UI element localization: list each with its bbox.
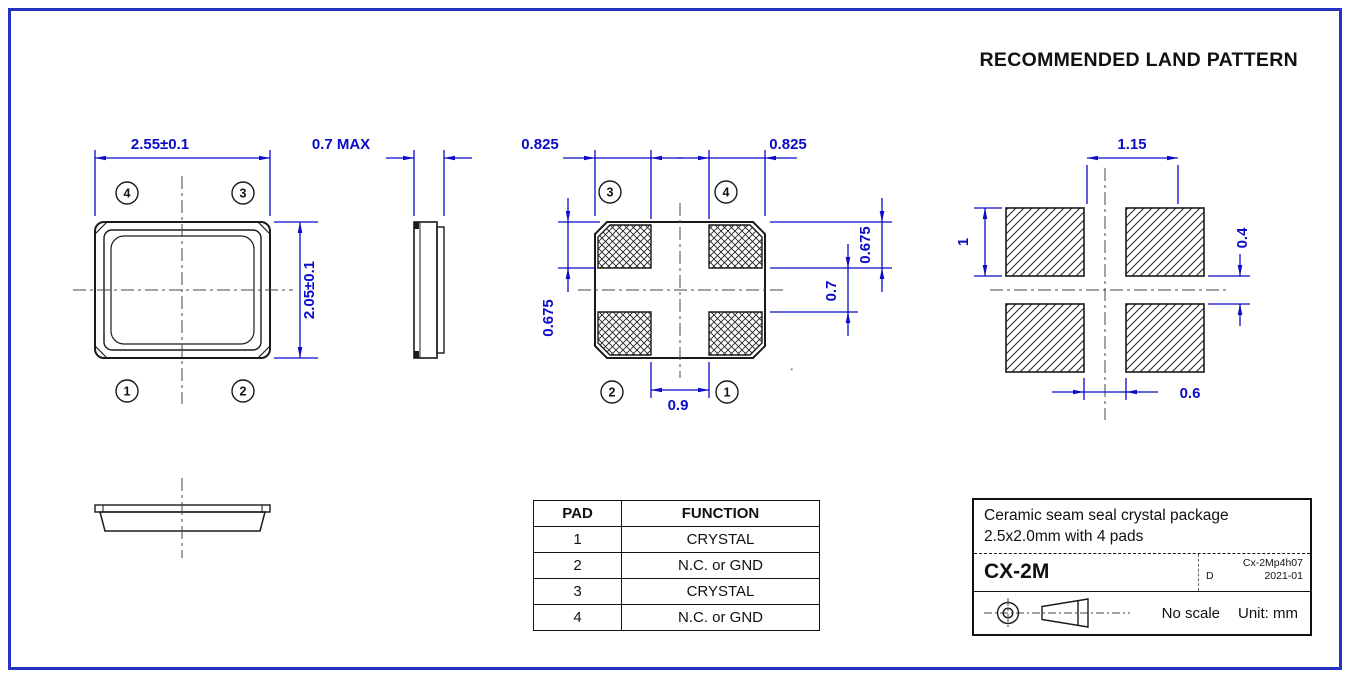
land-pattern-vertical-gap-dimension: 0.4 bbox=[1208, 227, 1251, 326]
bottom-view-pad-3 bbox=[597, 224, 652, 269]
side-view-pad-mark bbox=[414, 222, 419, 229]
revision-date: 2021-01 bbox=[1264, 570, 1303, 582]
description-line-1: Ceramic seam seal crystal package bbox=[984, 507, 1229, 524]
land-pattern-width-dimension: 1.15 bbox=[1086, 136, 1179, 204]
land-pattern-height-dimension: 1 bbox=[955, 207, 1002, 277]
bottom-view-pad-width-right-dimension: 0.825 bbox=[677, 136, 807, 219]
bottom-view-pad-number-1: 1 bbox=[715, 380, 739, 404]
table-row: 2 N.C. or GND bbox=[533, 552, 820, 579]
dimension-text: 0.7 MAX bbox=[312, 136, 370, 153]
side-view: 0.7 MAX bbox=[312, 136, 472, 359]
dimension-text: 0.4 bbox=[1234, 227, 1251, 249]
side-view-bottom bbox=[94, 478, 271, 558]
dimension-text: 0.6 bbox=[1180, 385, 1201, 402]
document-code-block: Cx-2Mp4h07 D 2021-01 bbox=[1198, 554, 1310, 591]
pad-number-label: 3 bbox=[607, 186, 614, 200]
dimension-text: 0.825 bbox=[521, 136, 559, 153]
table-row: 4 N.C. or GND bbox=[533, 604, 820, 631]
bottom-view-pad-number-2: 2 bbox=[600, 380, 624, 404]
bottom-view-pad-width-left-dimension: 0.825 bbox=[521, 136, 683, 219]
scale-note: No scale bbox=[1161, 604, 1220, 622]
table-row: 1 CRYSTAL bbox=[533, 526, 820, 553]
dimension-text: 2.55±0.1 bbox=[131, 136, 189, 153]
dimension-text: 2.05±0.1 bbox=[301, 261, 318, 319]
bottom-view-pad-height-left-dimension: 0.675 bbox=[540, 198, 600, 337]
table-header-row: PAD FUNCTION bbox=[533, 500, 820, 527]
bottom-view-pad-number-3: 3 bbox=[598, 180, 622, 204]
pad-number-label: 4 bbox=[723, 186, 730, 200]
bottom-view-pad-4 bbox=[708, 224, 763, 269]
drawing-border-frame bbox=[8, 8, 1342, 670]
title-block-middle-row: CX-2M Cx-2Mp4h07 D 2021-01 bbox=[974, 554, 1310, 592]
land-pattern-horizontal-gap-dimension: 0.6 bbox=[1052, 378, 1200, 402]
side-view-pad-mark bbox=[414, 351, 419, 358]
pad-number-label: 3 bbox=[240, 187, 247, 201]
pad-function-cell: CRYSTAL bbox=[621, 526, 820, 553]
pad-number-cell: 4 bbox=[533, 604, 622, 631]
pad-function-cell: CRYSTAL bbox=[621, 578, 820, 605]
pad-function-cell: N.C. or GND bbox=[621, 604, 820, 631]
pad-number-cell: 1 bbox=[533, 526, 622, 553]
pad-column-header: PAD bbox=[533, 500, 622, 527]
dimension-text: 1 bbox=[955, 238, 972, 246]
pad-function-table: PAD FUNCTION 1 CRYSTAL 2 N.C. or GND 3 C… bbox=[533, 500, 820, 631]
description-line-2: 2.5x2.0mm with 4 pads bbox=[984, 528, 1144, 545]
land-pattern-heading: RECOMMENDED LAND PATTERN bbox=[979, 49, 1298, 71]
document-code: Cx-2Mp4h07 bbox=[1242, 557, 1303, 569]
land-pattern-view: 1.15 1 0.4 0.6 bbox=[955, 136, 1251, 420]
top-view-width-dimension: 2.55±0.1 bbox=[94, 136, 271, 216]
projection-symbol-icon bbox=[984, 598, 1130, 628]
bottom-view: 3 4 2 1 0.825 0.825 bbox=[521, 136, 892, 414]
bottom-view-pad-1 bbox=[708, 311, 763, 356]
stray-dot: . bbox=[790, 358, 794, 373]
dimension-text: 0.675 bbox=[857, 226, 874, 264]
pad-number-label: 2 bbox=[609, 386, 616, 400]
top-view-pad-number-2: 2 bbox=[231, 379, 255, 403]
part-number: CX-2M bbox=[984, 560, 1050, 583]
bottom-view-pad-2 bbox=[597, 311, 652, 356]
dimension-text: 0.825 bbox=[769, 136, 807, 153]
dimension-text: 1.15 bbox=[1117, 136, 1146, 153]
top-view-height-dimension: 2.05±0.1 bbox=[274, 221, 318, 359]
pad-function-cell: N.C. or GND bbox=[621, 552, 820, 579]
revision-letter: D bbox=[1206, 570, 1214, 582]
land-pad-top-left bbox=[1005, 207, 1085, 277]
top-view-pad-number-1: 1 bbox=[115, 379, 139, 403]
unit-note: Unit: mm bbox=[1238, 604, 1298, 622]
land-pad-bottom-right bbox=[1125, 303, 1205, 373]
pad-number-cell: 2 bbox=[533, 552, 622, 579]
side-view-thickness-dimension: 0.7 MAX bbox=[312, 136, 472, 216]
dimension-text: 0.7 bbox=[823, 281, 840, 302]
bottom-view-pad-height-right-dimension: 0.675 bbox=[770, 198, 892, 292]
pad-number-label: 4 bbox=[124, 187, 131, 201]
dimension-text: 0.9 bbox=[668, 397, 689, 414]
bottom-view-pad-number-4: 4 bbox=[714, 180, 738, 204]
title-block-description: Ceramic seam seal crystal package 2.5x2.… bbox=[974, 500, 1310, 554]
table-row: 3 CRYSTAL bbox=[533, 578, 820, 605]
pad-number-label: 1 bbox=[124, 385, 131, 399]
top-view-pad-number-3: 3 bbox=[231, 181, 255, 205]
title-block-bottom-row: No scale Unit: mm bbox=[974, 592, 1310, 634]
pad-number-label: 2 bbox=[240, 385, 247, 399]
land-pad-top-right bbox=[1125, 207, 1205, 277]
top-view: 4 3 1 2 2.55±0.1 2.05±0.1 bbox=[73, 136, 318, 404]
bottom-view-pad-gap-dimension: 0.7 bbox=[770, 244, 858, 336]
pad-number-label: 1 bbox=[724, 386, 731, 400]
title-block: Ceramic seam seal crystal package 2.5x2.… bbox=[972, 498, 1312, 636]
function-column-header: FUNCTION bbox=[621, 500, 820, 527]
pad-number-cell: 3 bbox=[533, 578, 622, 605]
top-view-pad-number-4: 4 bbox=[115, 181, 139, 205]
dimension-text: 0.675 bbox=[540, 299, 557, 337]
bottom-view-bottom-gap-dimension: 0.9 bbox=[650, 362, 710, 414]
land-pad-bottom-left bbox=[1005, 303, 1085, 373]
